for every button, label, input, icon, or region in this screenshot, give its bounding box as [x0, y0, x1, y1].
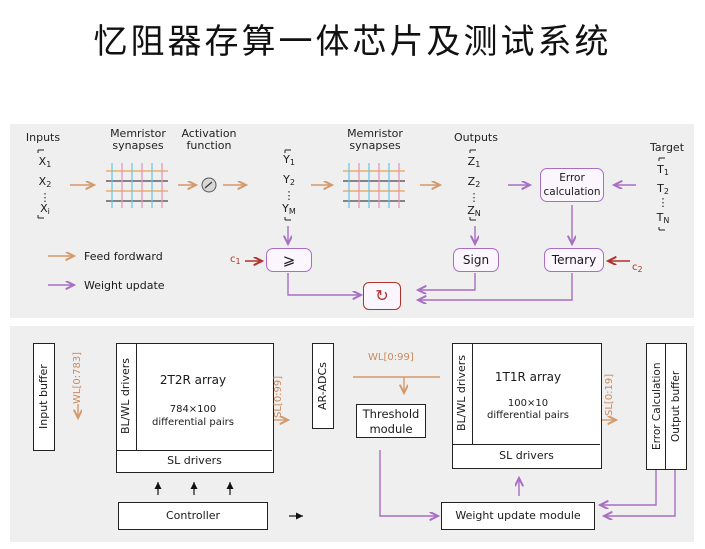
target-tn: TN [656, 211, 670, 226]
input-xi: Xi [40, 202, 50, 217]
sl-drivers-1: SL drivers [117, 450, 272, 471]
target-t2: T2 [657, 182, 669, 197]
legend-weight-update: Weight update [84, 279, 165, 292]
top-panel [10, 124, 694, 318]
synapse-grid-2 [343, 163, 405, 208]
inputs-label: Inputs [25, 131, 61, 144]
ternary-box: Ternary [544, 248, 604, 272]
array2-block [452, 343, 602, 469]
threshold-module: Threshold module [356, 404, 426, 438]
array2-desc: differential pairs [487, 410, 569, 421]
output-z2: Z2 [467, 175, 481, 190]
input-x1: X1 [38, 155, 52, 170]
vector-ellipsis: ⋮ [39, 191, 51, 204]
activation-label: Activation function [181, 127, 237, 152]
array1-title: 2T2R array [159, 373, 227, 387]
weight-update-module: Weight update module [441, 502, 595, 530]
c2-label: c2 [632, 262, 643, 274]
sl-99-label: SL[0:99] [273, 375, 284, 418]
error-calculation-box: Error calculation [540, 168, 604, 202]
array1-desc: differential pairs [152, 417, 234, 428]
output-z1: Z1 [467, 155, 481, 170]
input-x2: X2 [38, 175, 52, 190]
synapse-grid-1 [106, 163, 168, 208]
target-label: Target [649, 141, 685, 154]
array1-block [116, 343, 274, 473]
output-y2: Y2 [283, 173, 295, 188]
array2-title: 1T1R array [494, 370, 562, 384]
synapses-label-2: Memristor synapses [347, 127, 403, 152]
output-buffer: Output buffer [665, 343, 687, 470]
c1-label: c1 [230, 254, 241, 266]
vector-ellipsis: ⋮ [283, 189, 295, 202]
compare-box: ⩾ [266, 248, 312, 272]
outputs-label: Outputs [454, 131, 498, 144]
target-t1: T1 [657, 163, 669, 178]
input-buffer: Input buffer [33, 343, 55, 451]
output-zn: ZN [467, 204, 481, 219]
blwl-drivers-2: BL/WL drivers [452, 343, 473, 444]
vector-ellipsis: ⋮ [468, 191, 480, 204]
blwl-drivers-1: BL/WL drivers [116, 343, 137, 450]
synapses-label-1: Memristor synapses [110, 127, 166, 152]
vector-ellipsis: ⋮ [657, 196, 669, 209]
sl-19-label: SL[0:19] [604, 373, 615, 416]
output-y1: Y1 [283, 153, 295, 168]
ar-adcs: AR-ADCs [312, 343, 334, 429]
wl-99-label: WL[0:99] [368, 352, 414, 363]
legend-feed-forward: Feed fordward [84, 250, 163, 263]
array2-size: 100×10 [507, 398, 549, 409]
update-cycle-icon: ↻ [363, 282, 401, 310]
page-title: 忆阻器存算一体芯片及测试系统 [93, 22, 612, 62]
sign-box: Sign [453, 248, 499, 272]
array1-size: 784×100 [169, 404, 217, 415]
wl-783-label: WL[0:783] [72, 351, 83, 404]
output-ym: YM [282, 202, 296, 217]
sl-drivers-2: SL drivers [453, 444, 600, 466]
controller: Controller [118, 502, 268, 530]
